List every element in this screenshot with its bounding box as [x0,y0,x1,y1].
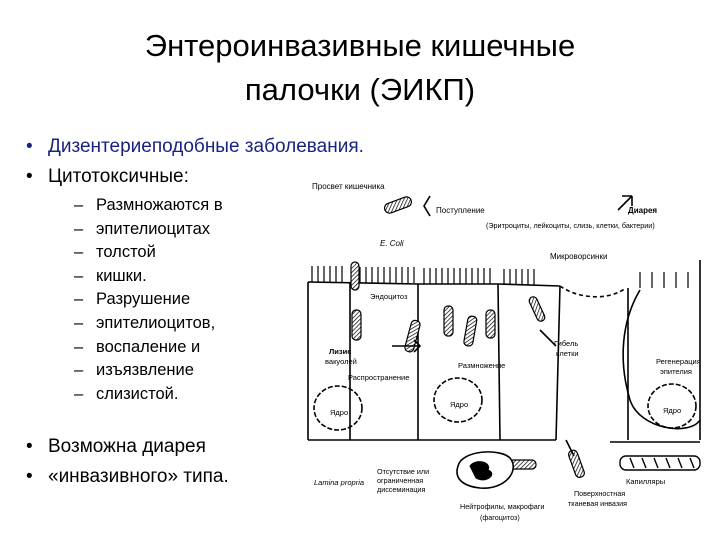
nucleus-cell-1 [313,385,363,431]
bacterium-multiply-2 [463,315,478,347]
label-capillaries: Капилляры [626,477,665,486]
label-lumen: Просвет кишечника [312,182,385,191]
label-regeneration-2: эпителия [660,367,692,376]
sub-bullet: эпителиоцитах [74,218,223,242]
label-nucleus-2: Ядро [450,400,468,409]
sub-bullet-list: Размножаются в эпителиоцитах толстой киш… [74,194,223,406]
label-neutrophils-1: Нейтрофилы, макрофаги [460,502,544,511]
label-surface-2: тканевая инвазия [568,499,627,508]
capillary-vessel [619,455,701,471]
epithelium [307,260,701,443]
cell-1-outline [307,282,351,440]
arrows [392,195,633,457]
label-intake: Поступление [436,206,485,215]
apical-border [307,281,561,287]
label-vacuole-lysis-2: вакуолей [325,357,357,366]
nucleus-cell-6 [647,383,697,429]
cell-3-outline [497,283,501,441]
nuclei [313,377,697,431]
label-multiplication: Размножение [458,361,505,370]
bacterium-spread [404,319,421,353]
main-bullet-list: Дизентериеподобные заболевания. Цитотокс… [26,132,364,192]
nucleus-cell-2 [433,377,483,423]
slide-title: Энтероинвазивные кишечные палочки (ЭИКП) [40,24,680,112]
label-endocytosis: Эндоцитоз [370,292,408,301]
bacterium-dying-cell [528,296,546,322]
label-microvilli: Микроворсинки [550,252,607,261]
bacterium-invasion-1 [567,449,585,478]
label-vacuole-lysis-1: Лизис [329,347,351,356]
bacterium-multiply-3 [485,309,496,339]
regeneration-cell [622,289,701,430]
label-cell-death-2: клетки [556,349,579,358]
label-regeneration-1: Регенерация [656,357,701,366]
diarrhea-arrow [617,195,633,211]
label-ecoli: E. Coli [380,239,404,248]
microvilli [311,266,689,288]
sub-bullet: воспаление и [74,336,223,360]
sub-bullet: Разрушение [74,288,223,312]
label-lamina-propria: Lamina propria [314,478,364,487]
sub-bullet: кишки. [74,265,223,289]
dying-cell [559,285,627,298]
label-absence-3: диссеминация [377,485,425,494]
cell-4-outline [555,285,561,441]
bullet-diarrhea: Возможна диарея [26,432,229,462]
capillaries [619,455,701,471]
label-surface-1: Поверхностная [574,489,625,498]
intake-arrow [423,195,431,217]
bacterium-multiply-1 [443,305,454,337]
bacterium-endocytosis [350,261,360,291]
label-nucleus-1: Ядро [330,408,348,417]
label-cell-death-1: Гибель [554,339,578,348]
label-absence-2: ограниченная [377,476,423,485]
label-diarrhea: Диарея [628,206,657,215]
death-arrow [539,329,557,347]
spread-arrow [392,339,422,353]
title-line-1: Энтероинвазивные кишечные [144,28,576,63]
sub-bullet: слизистой. [74,383,223,407]
title-line-2: палочки (ЭИКП) [244,72,476,107]
label-diarrhea-contents: (Эритроциты, лейкоциты, слизь, клетки, б… [486,221,655,230]
label-spread: Распространение [348,373,409,382]
bottom-bullet-list: Возможна диарея «инвазивного» типа. [26,432,229,492]
sub-bullet: изъязвление [74,359,223,383]
phagocyte [456,451,515,489]
sub-bullet: эпителиоцитов, [74,312,223,336]
bullet-invasive-type: «инвазивного» типа. [26,462,229,492]
label-nucleus-3: Ядро [663,406,681,415]
bacterium-lumen [383,196,413,214]
bacterium-vacuole [351,309,362,341]
basal-border [308,439,700,443]
bacteria [350,196,585,478]
invasion-arrow [565,439,575,457]
label-absence-1: Отсутствие или [377,467,429,476]
sub-bullet: Размножаются в [74,194,223,218]
bullet-cytotoxic: Цитотоксичные: [26,162,364,192]
bullet-dysentery: Дизентериеподобные заболевания. [26,132,364,162]
sub-bullet: толстой [74,241,223,265]
phagocyte-nucleus [469,461,493,481]
label-neutrophils-2: (фагоцитоз) [480,513,520,522]
